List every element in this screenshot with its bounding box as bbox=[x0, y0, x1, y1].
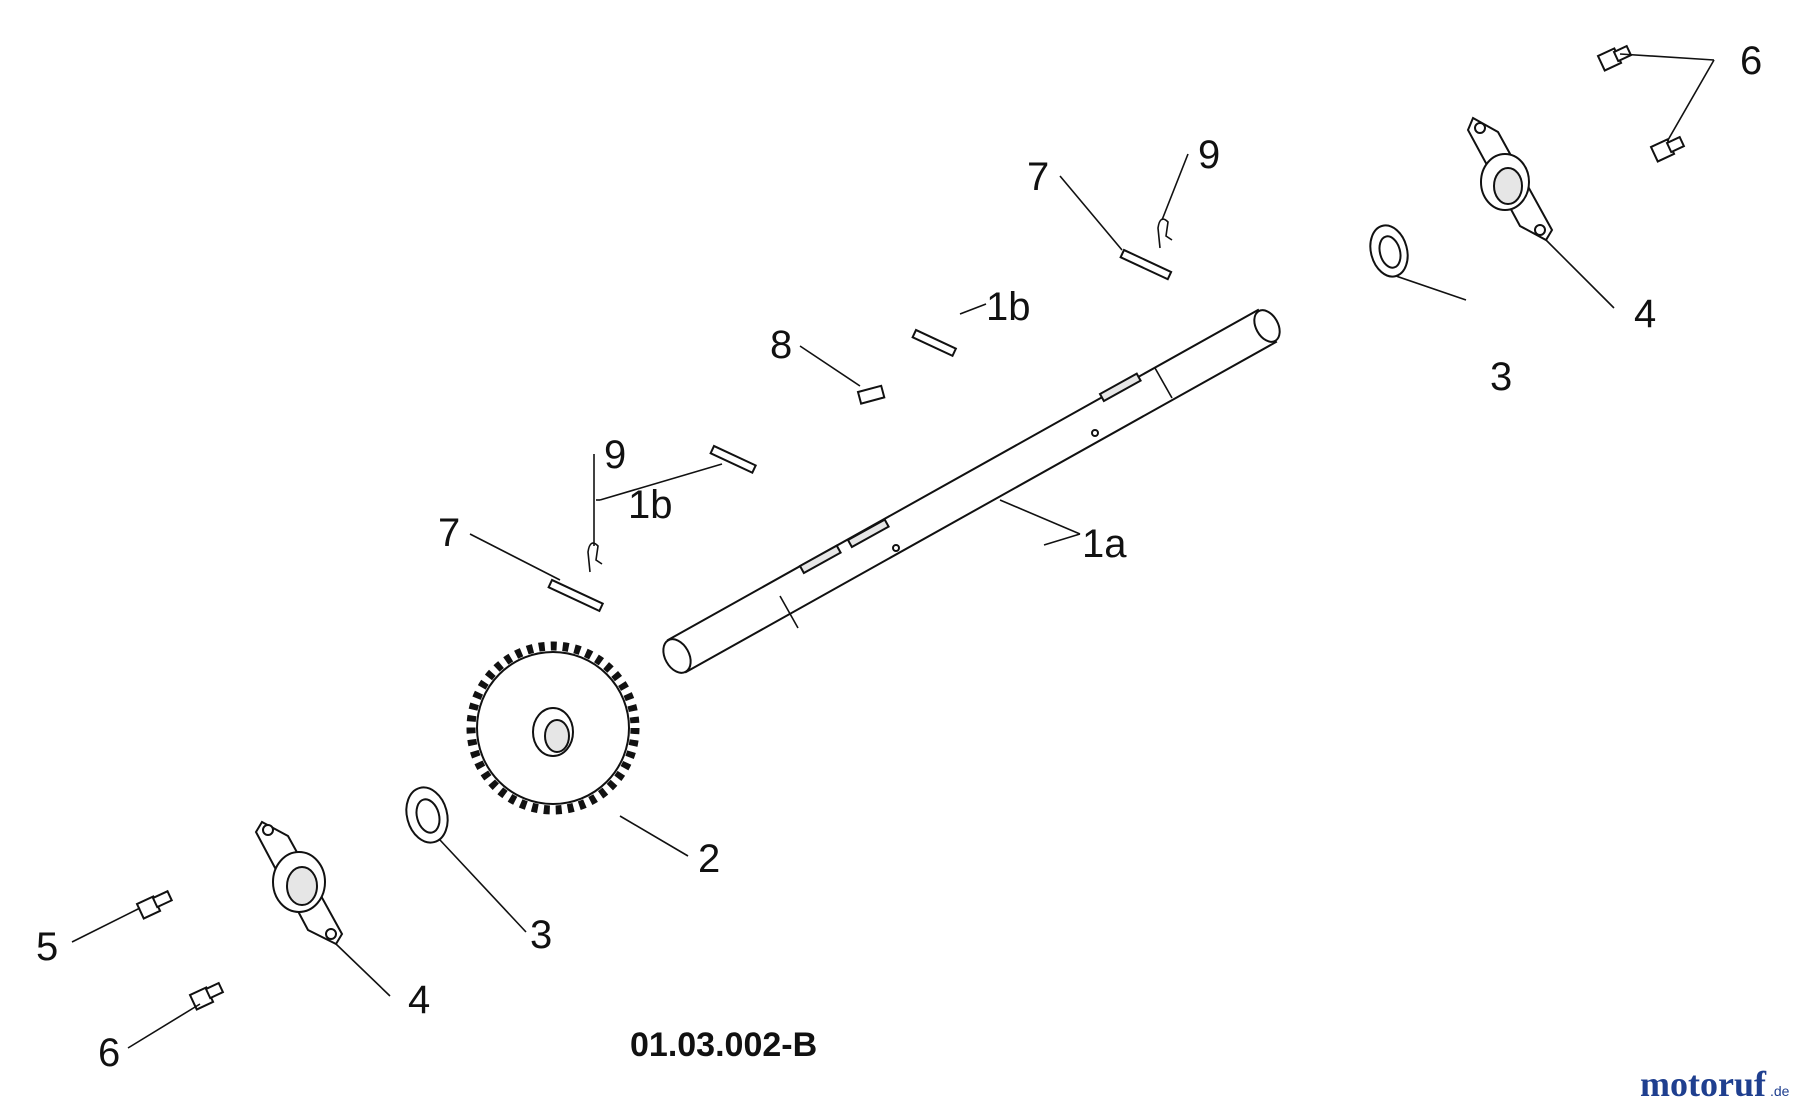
screw-upper-b-part bbox=[1649, 135, 1686, 163]
shaft-part bbox=[662, 308, 1281, 674]
key-upper-part bbox=[911, 328, 958, 358]
bolt-left-part bbox=[135, 889, 174, 920]
leader-lines bbox=[71, 53, 1715, 1049]
callout-shaft: 1a bbox=[1082, 522, 1127, 566]
motoruf-logo: motoruf .de bbox=[1640, 1064, 1790, 1104]
key-lower-part bbox=[709, 444, 758, 475]
sprocket-part bbox=[466, 641, 640, 815]
logo-text: motoruf bbox=[1640, 1064, 1767, 1104]
logo-tld: .de bbox=[1770, 1083, 1790, 1099]
callout-bearing-flange-lower: 4 bbox=[408, 978, 430, 1022]
callout-washer-lower: 3 bbox=[530, 913, 552, 957]
callout-pin-lower: 7 bbox=[438, 511, 460, 555]
callout-bearing-flange-upper: 4 bbox=[1634, 292, 1656, 336]
callout-sprocket: 2 bbox=[698, 837, 720, 881]
pin-lower-part bbox=[547, 578, 605, 613]
callout-key-small: 8 bbox=[770, 323, 792, 367]
washer-upper-part bbox=[1369, 224, 1409, 278]
clip-upper-part bbox=[1157, 218, 1173, 249]
washer-lower-part bbox=[405, 786, 449, 844]
bearing-flange-lower-part bbox=[254, 820, 344, 946]
pin-upper-part bbox=[1119, 248, 1173, 281]
callout-screw-lower: 6 bbox=[98, 1031, 120, 1075]
clip-lower-part bbox=[587, 542, 603, 573]
screw-lower-part bbox=[188, 981, 225, 1011]
callout-bolt-left: 5 bbox=[36, 925, 58, 969]
callout-washer-upper: 3 bbox=[1490, 355, 1512, 399]
screw-upper-a-part bbox=[1596, 44, 1633, 72]
callout-clip-upper: 9 bbox=[1198, 133, 1220, 177]
bearing-flange-upper-part bbox=[1466, 116, 1554, 242]
key-small-part bbox=[856, 384, 886, 405]
callout-screw-upper: 6 bbox=[1740, 39, 1762, 83]
callout-pin-upper: 7 bbox=[1027, 155, 1049, 199]
callout-clip-lower: 9 bbox=[604, 433, 626, 477]
callout-key-upper: 1b bbox=[986, 285, 1031, 329]
callout-key-lower: 1b bbox=[628, 483, 673, 527]
drawing-code: 01.03.002-B bbox=[630, 1026, 817, 1064]
